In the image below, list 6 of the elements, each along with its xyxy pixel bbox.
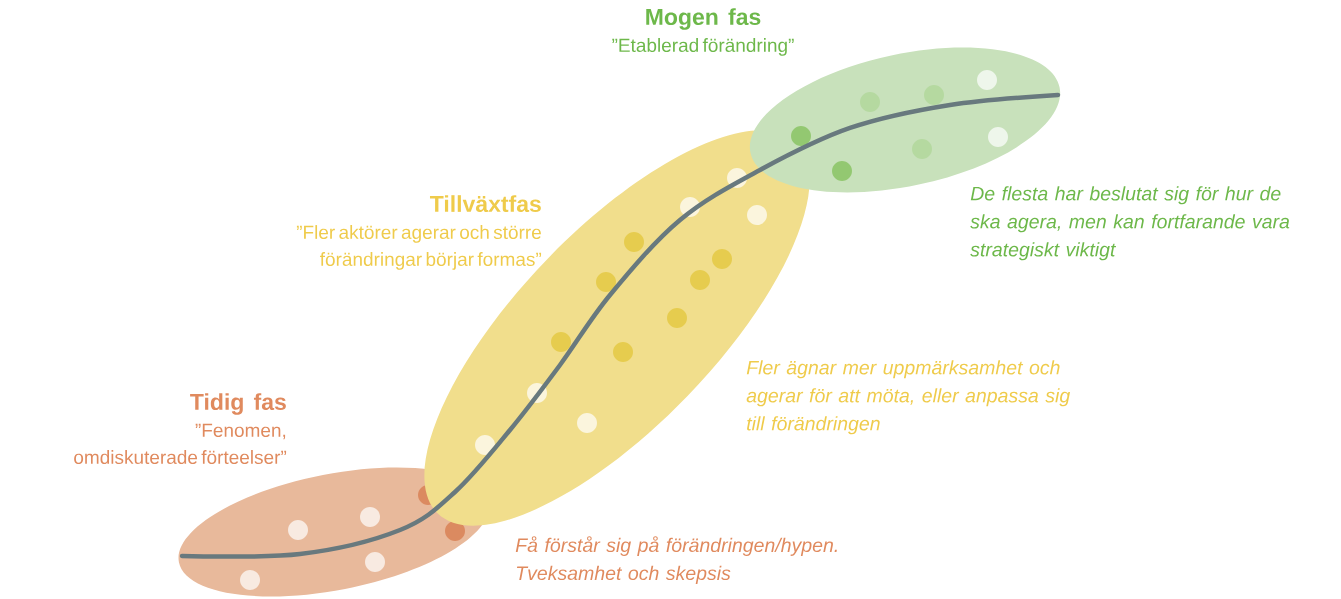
phase-description: Få förstår sig på förändringen/hypen. Tveksamhet och skepsis <box>515 536 837 584</box>
phase-description: De flesta har beslutat sig för hur de ska agera, men kan fortfarande vara strategiskt viktigt <box>970 186 1290 261</box>
phase-description: Fler ägnar mer uppmärksamhet och agerar för att möta, eller anpassa sig till förändringen <box>746 360 1071 435</box>
phase-heading: Mogen fas ”Etablerad förändring” <box>612 8 794 56</box>
phase-heading: Tidig fas ”Fenomen, omdiskuterade förteelser” <box>74 393 287 465</box>
phase-heading: Tillväxtfas ”Fler aktörer agerar och större förändringar börjar formas” <box>296 195 542 270</box>
